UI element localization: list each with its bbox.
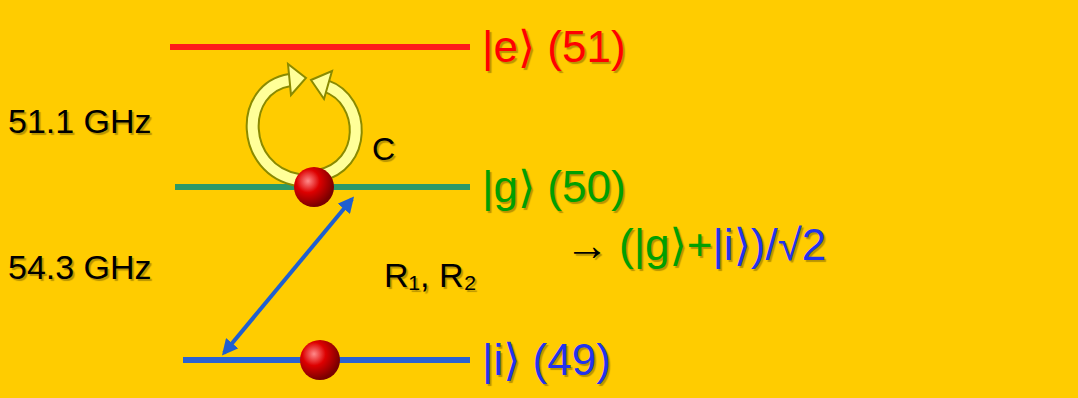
atom-ball <box>294 167 334 207</box>
pulse-label: R₁, R₂ <box>384 257 477 294</box>
level-label: |e⟩ (51) <box>482 23 626 71</box>
atom-ball <box>300 340 340 380</box>
arrow-symbol: → <box>565 221 609 269</box>
state-part: |i⟩)/√2 <box>712 221 826 269</box>
frequency-label: 51.1 GHz <box>8 103 152 140</box>
level-label: |i⟩ (49) <box>482 336 611 384</box>
state-part: (|g⟩+ <box>619 221 712 269</box>
transition-arrow <box>224 199 352 353</box>
level-label: |g⟩ (50) <box>482 163 626 211</box>
frequency-label: 54.3 GHz <box>8 249 152 286</box>
cycling-arrows <box>253 64 356 180</box>
cavity-label: C <box>372 132 395 167</box>
level-e-line <box>170 44 470 50</box>
